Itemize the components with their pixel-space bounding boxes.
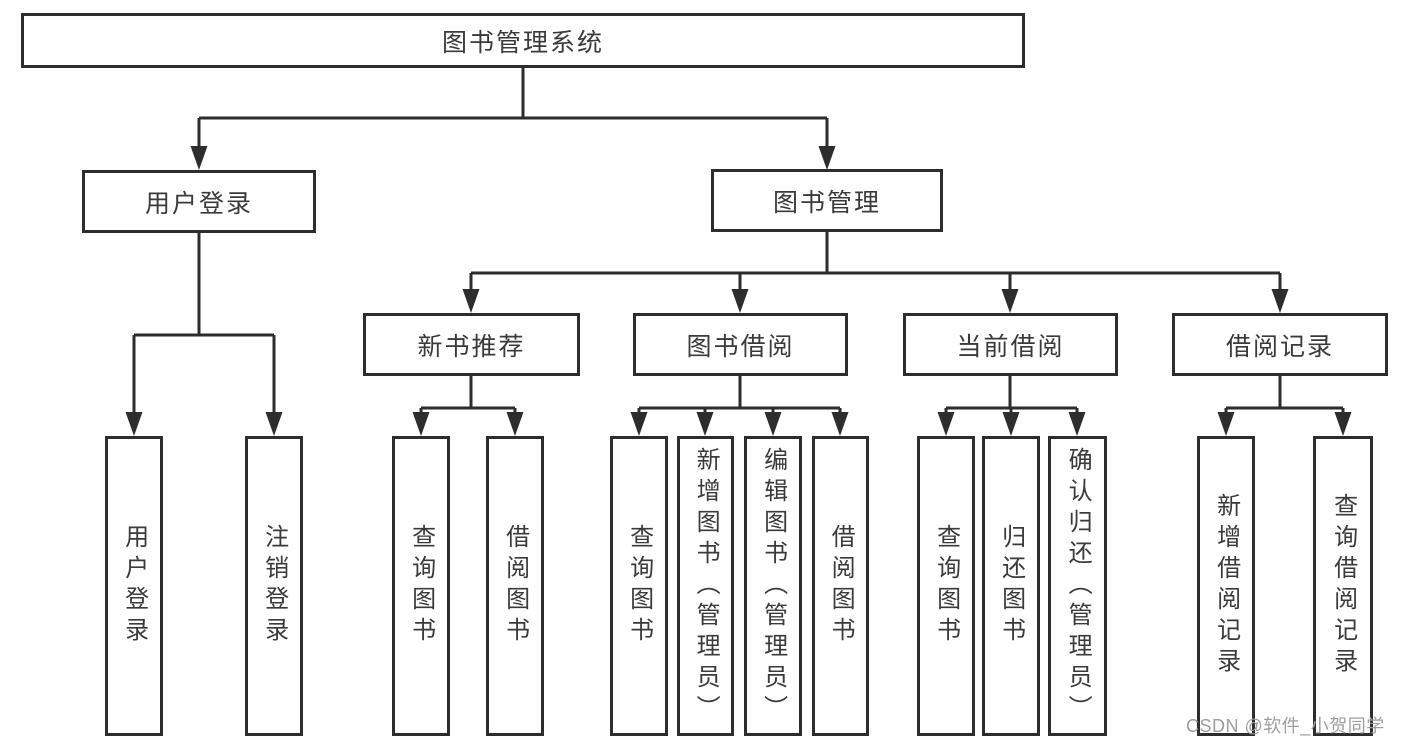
leaf-confirm-return-admin: 确认归还（管理员）	[1048, 436, 1107, 736]
node-new-book-recommend: 新书推荐	[363, 313, 580, 376]
arrowhead-icon	[412, 412, 430, 436]
leaf-query-borrow-record: 查询借阅记录	[1313, 436, 1373, 736]
node-label: 查询借阅记录	[1329, 493, 1357, 679]
node-label: 用户登录	[120, 524, 148, 648]
node-label: 当前借阅	[956, 332, 1065, 361]
arrowhead-icon	[731, 289, 749, 313]
leaf-add-borrow-record: 新增借阅记录	[1197, 436, 1255, 736]
node-label: 新增借阅记录	[1212, 493, 1240, 679]
node-label: 图书借阅	[686, 332, 795, 361]
arrowhead-icon	[125, 412, 143, 436]
node-label: 确认归还（管理员）	[1064, 446, 1092, 726]
edge-userlogin-to-leaves	[132, 233, 276, 414]
leaf-query-books-current: 查询图书	[917, 436, 975, 736]
connector-edges	[132, 68, 1345, 414]
leaf-borrow-books: 借阅图书	[812, 436, 869, 736]
arrowhead-icon	[506, 412, 524, 436]
leaf-borrow-books-recommend: 借阅图书	[486, 436, 544, 736]
edge-bookmgmt-to-level3	[469, 232, 1282, 291]
edge-newbook-to-leaves	[419, 376, 517, 414]
node-label: 新书推荐	[417, 332, 526, 361]
arrowhead-icon	[265, 412, 283, 436]
node-label: 图书管理系统	[441, 28, 604, 57]
node-label: 借阅图书	[501, 524, 529, 648]
connector-arrowheads	[125, 146, 1352, 436]
arrowhead-icon	[818, 146, 836, 170]
node-book-borrow: 图书借阅	[633, 313, 848, 376]
node-label: 用户登录	[144, 189, 253, 218]
node-label: 编辑图书（管理员）	[759, 446, 787, 726]
node-label: 查询图书	[407, 524, 435, 648]
arrowhead-icon	[1068, 412, 1086, 436]
arrowhead-icon	[630, 412, 648, 436]
edge-root-to-level2	[197, 68, 829, 148]
node-root-library-system: 图书管理系统	[21, 13, 1025, 68]
arrowhead-icon	[764, 412, 782, 436]
node-label: 新增图书（管理员）	[692, 446, 720, 726]
edge-borrowrecord-to-leaves	[1224, 376, 1345, 414]
leaf-query-books-borrow: 查询图书	[610, 436, 668, 736]
csdn-watermark: CSDN @软件_小贺同学	[1186, 716, 1385, 736]
node-label: 查询图书	[625, 524, 653, 648]
node-label: 借阅图书	[827, 524, 855, 648]
leaf-query-books-recommend: 查询图书	[392, 436, 450, 736]
arrowhead-icon	[1334, 412, 1352, 436]
leaf-user-login: 用户登录	[105, 436, 163, 736]
node-label: 归还图书	[997, 524, 1025, 648]
leaf-return-books: 归还图书	[982, 436, 1040, 736]
arrowhead-icon	[831, 412, 849, 436]
node-label: 图书管理	[772, 188, 881, 217]
node-label: 查询图书	[932, 524, 960, 648]
node-user-login: 用户登录	[82, 170, 316, 233]
arrowhead-icon	[1217, 412, 1235, 436]
arrowhead-icon	[462, 289, 480, 313]
node-current-borrow: 当前借阅	[903, 313, 1118, 376]
arrowhead-icon	[1001, 289, 1019, 313]
node-label: 借阅记录	[1225, 332, 1334, 361]
leaf-add-books-admin: 新增图书（管理员）	[677, 436, 734, 736]
edge-bookborrow-to-leaves	[637, 376, 842, 414]
edge-currentborrow-to-leaves	[944, 376, 1079, 414]
arrowhead-icon	[937, 412, 955, 436]
leaf-edit-books-admin: 编辑图书（管理员）	[744, 436, 802, 736]
arrowhead-icon	[696, 412, 714, 436]
arrowhead-icon	[1002, 412, 1020, 436]
node-label: 注销登录	[260, 524, 288, 648]
leaf-logout: 注销登录	[245, 436, 303, 736]
arrowhead-icon	[190, 146, 208, 170]
node-borrow-record: 借阅记录	[1172, 313, 1388, 376]
arrowhead-icon	[1271, 289, 1289, 313]
node-book-management: 图书管理	[711, 169, 943, 232]
